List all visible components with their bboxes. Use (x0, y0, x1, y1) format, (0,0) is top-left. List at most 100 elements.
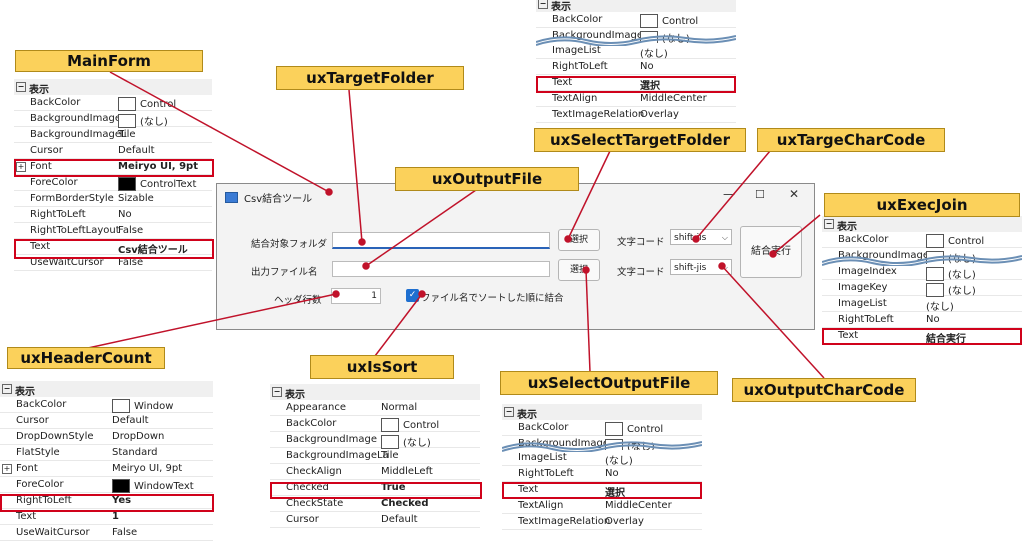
property-row[interactable]: BackgroundImage(なし) (14, 111, 212, 128)
section-header[interactable]: −表示 (270, 384, 480, 401)
property-value[interactable]: 1 (112, 511, 119, 522)
property-value[interactable]: False (118, 225, 143, 236)
property-value[interactable]: Control (381, 418, 439, 432)
property-value[interactable]: Control (118, 97, 176, 111)
section-header[interactable]: −表示 (822, 216, 1022, 233)
property-value[interactable]: Yes (112, 495, 131, 506)
select-target-folder-button[interactable]: 選択 (558, 229, 600, 251)
property-row[interactable]: ImageList(なし) (822, 296, 1022, 313)
section-header[interactable]: −表示 (502, 404, 702, 421)
property-value[interactable]: Default (118, 145, 155, 156)
property-value[interactable]: No (640, 61, 654, 72)
property-value[interactable]: Control (926, 234, 984, 248)
property-value[interactable]: Window (112, 399, 173, 413)
property-value[interactable]: Control (605, 422, 663, 436)
property-value[interactable]: No (118, 209, 132, 220)
property-value[interactable]: Normal (381, 402, 417, 413)
property-value[interactable]: Standard (112, 447, 158, 458)
select-output-file-button[interactable]: 選択 (558, 259, 600, 281)
property-value[interactable]: WindowText (112, 479, 194, 493)
property-value[interactable]: MiddleCenter (640, 93, 707, 104)
property-value[interactable]: MiddleLeft (381, 466, 433, 477)
property-value[interactable]: No (605, 468, 619, 479)
target-folder-input[interactable] (332, 232, 550, 249)
sort-checkbox[interactable]: ✓ (406, 289, 419, 302)
expand-icon[interactable]: + (16, 162, 26, 172)
collapse-icon[interactable]: − (272, 387, 282, 397)
property-value[interactable]: (なし) (926, 282, 976, 297)
property-value[interactable]: (なし) (605, 452, 633, 467)
collapse-icon[interactable]: − (824, 219, 834, 229)
target-char-code-combo[interactable]: shift-jis⌵ (670, 229, 732, 245)
property-value[interactable]: Checked (381, 498, 429, 509)
collapse-icon[interactable]: − (2, 384, 12, 394)
property-value[interactable]: (なし) (640, 45, 668, 60)
property-value[interactable]: Control (640, 14, 698, 28)
property-value[interactable]: (なし) (926, 266, 976, 281)
property-row[interactable]: ImageKey(なし) (822, 280, 1022, 297)
property-value[interactable]: Csv結合ツール (118, 241, 188, 256)
property-value[interactable]: (なし) (118, 113, 168, 128)
property-value[interactable]: (なし) (926, 298, 954, 313)
property-value[interactable]: MiddleCenter (605, 500, 672, 511)
maximize-icon[interactable]: ☐ (755, 188, 765, 201)
close-icon[interactable]: ✕ (789, 187, 800, 201)
property-row[interactable]: BackgroundImage(なし) (270, 432, 480, 449)
section-header[interactable]: −表示 (0, 381, 213, 398)
property-value[interactable]: True (381, 482, 406, 493)
property-value[interactable]: Meiryo UI, 9pt (118, 161, 198, 172)
property-value[interactable]: 選択 (640, 77, 660, 92)
property-value[interactable]: 結合実行 (926, 330, 966, 345)
property-value[interactable]: Overlay (640, 109, 679, 120)
collapse-icon[interactable]: − (538, 0, 548, 9)
property-value[interactable]: Default (381, 514, 418, 525)
property-row[interactable]: ImageIndex(なし) (822, 264, 1022, 281)
section-header[interactable]: −表示 (536, 0, 736, 13)
property-value[interactable]: False (112, 527, 137, 538)
property-value[interactable]: No (926, 314, 940, 325)
property-value[interactable]: (なし) (381, 434, 431, 449)
expand-icon[interactable]: + (2, 464, 12, 474)
property-row[interactable]: ImageList(なし) (536, 43, 736, 60)
property-value[interactable]: 選択 (605, 484, 625, 499)
property-row[interactable]: ImageList(なし) (502, 450, 702, 467)
